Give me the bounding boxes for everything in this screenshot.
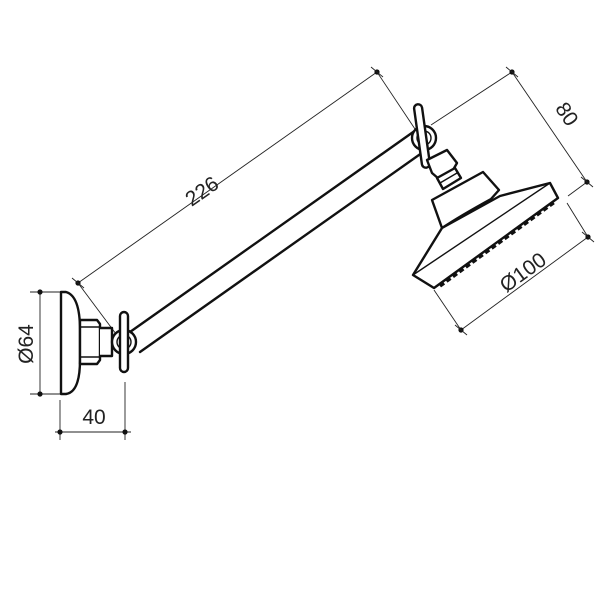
shower-head: [411, 148, 560, 290]
upper-joint: [410, 103, 438, 169]
head-diameter-label: Ø100: [496, 248, 551, 297]
dimension-arm-length: 226: [71, 66, 422, 343]
wall-flange: [59, 290, 138, 396]
dimension-flange-diameter: Ø64: [15, 289, 64, 397]
head-height-label: 80: [550, 98, 582, 130]
shower-arm: [128, 128, 428, 354]
dimension-flange-depth: 40: [55, 382, 131, 440]
flange-diameter-label: Ø64: [15, 324, 38, 364]
flange-depth-label: 40: [82, 406, 105, 429]
